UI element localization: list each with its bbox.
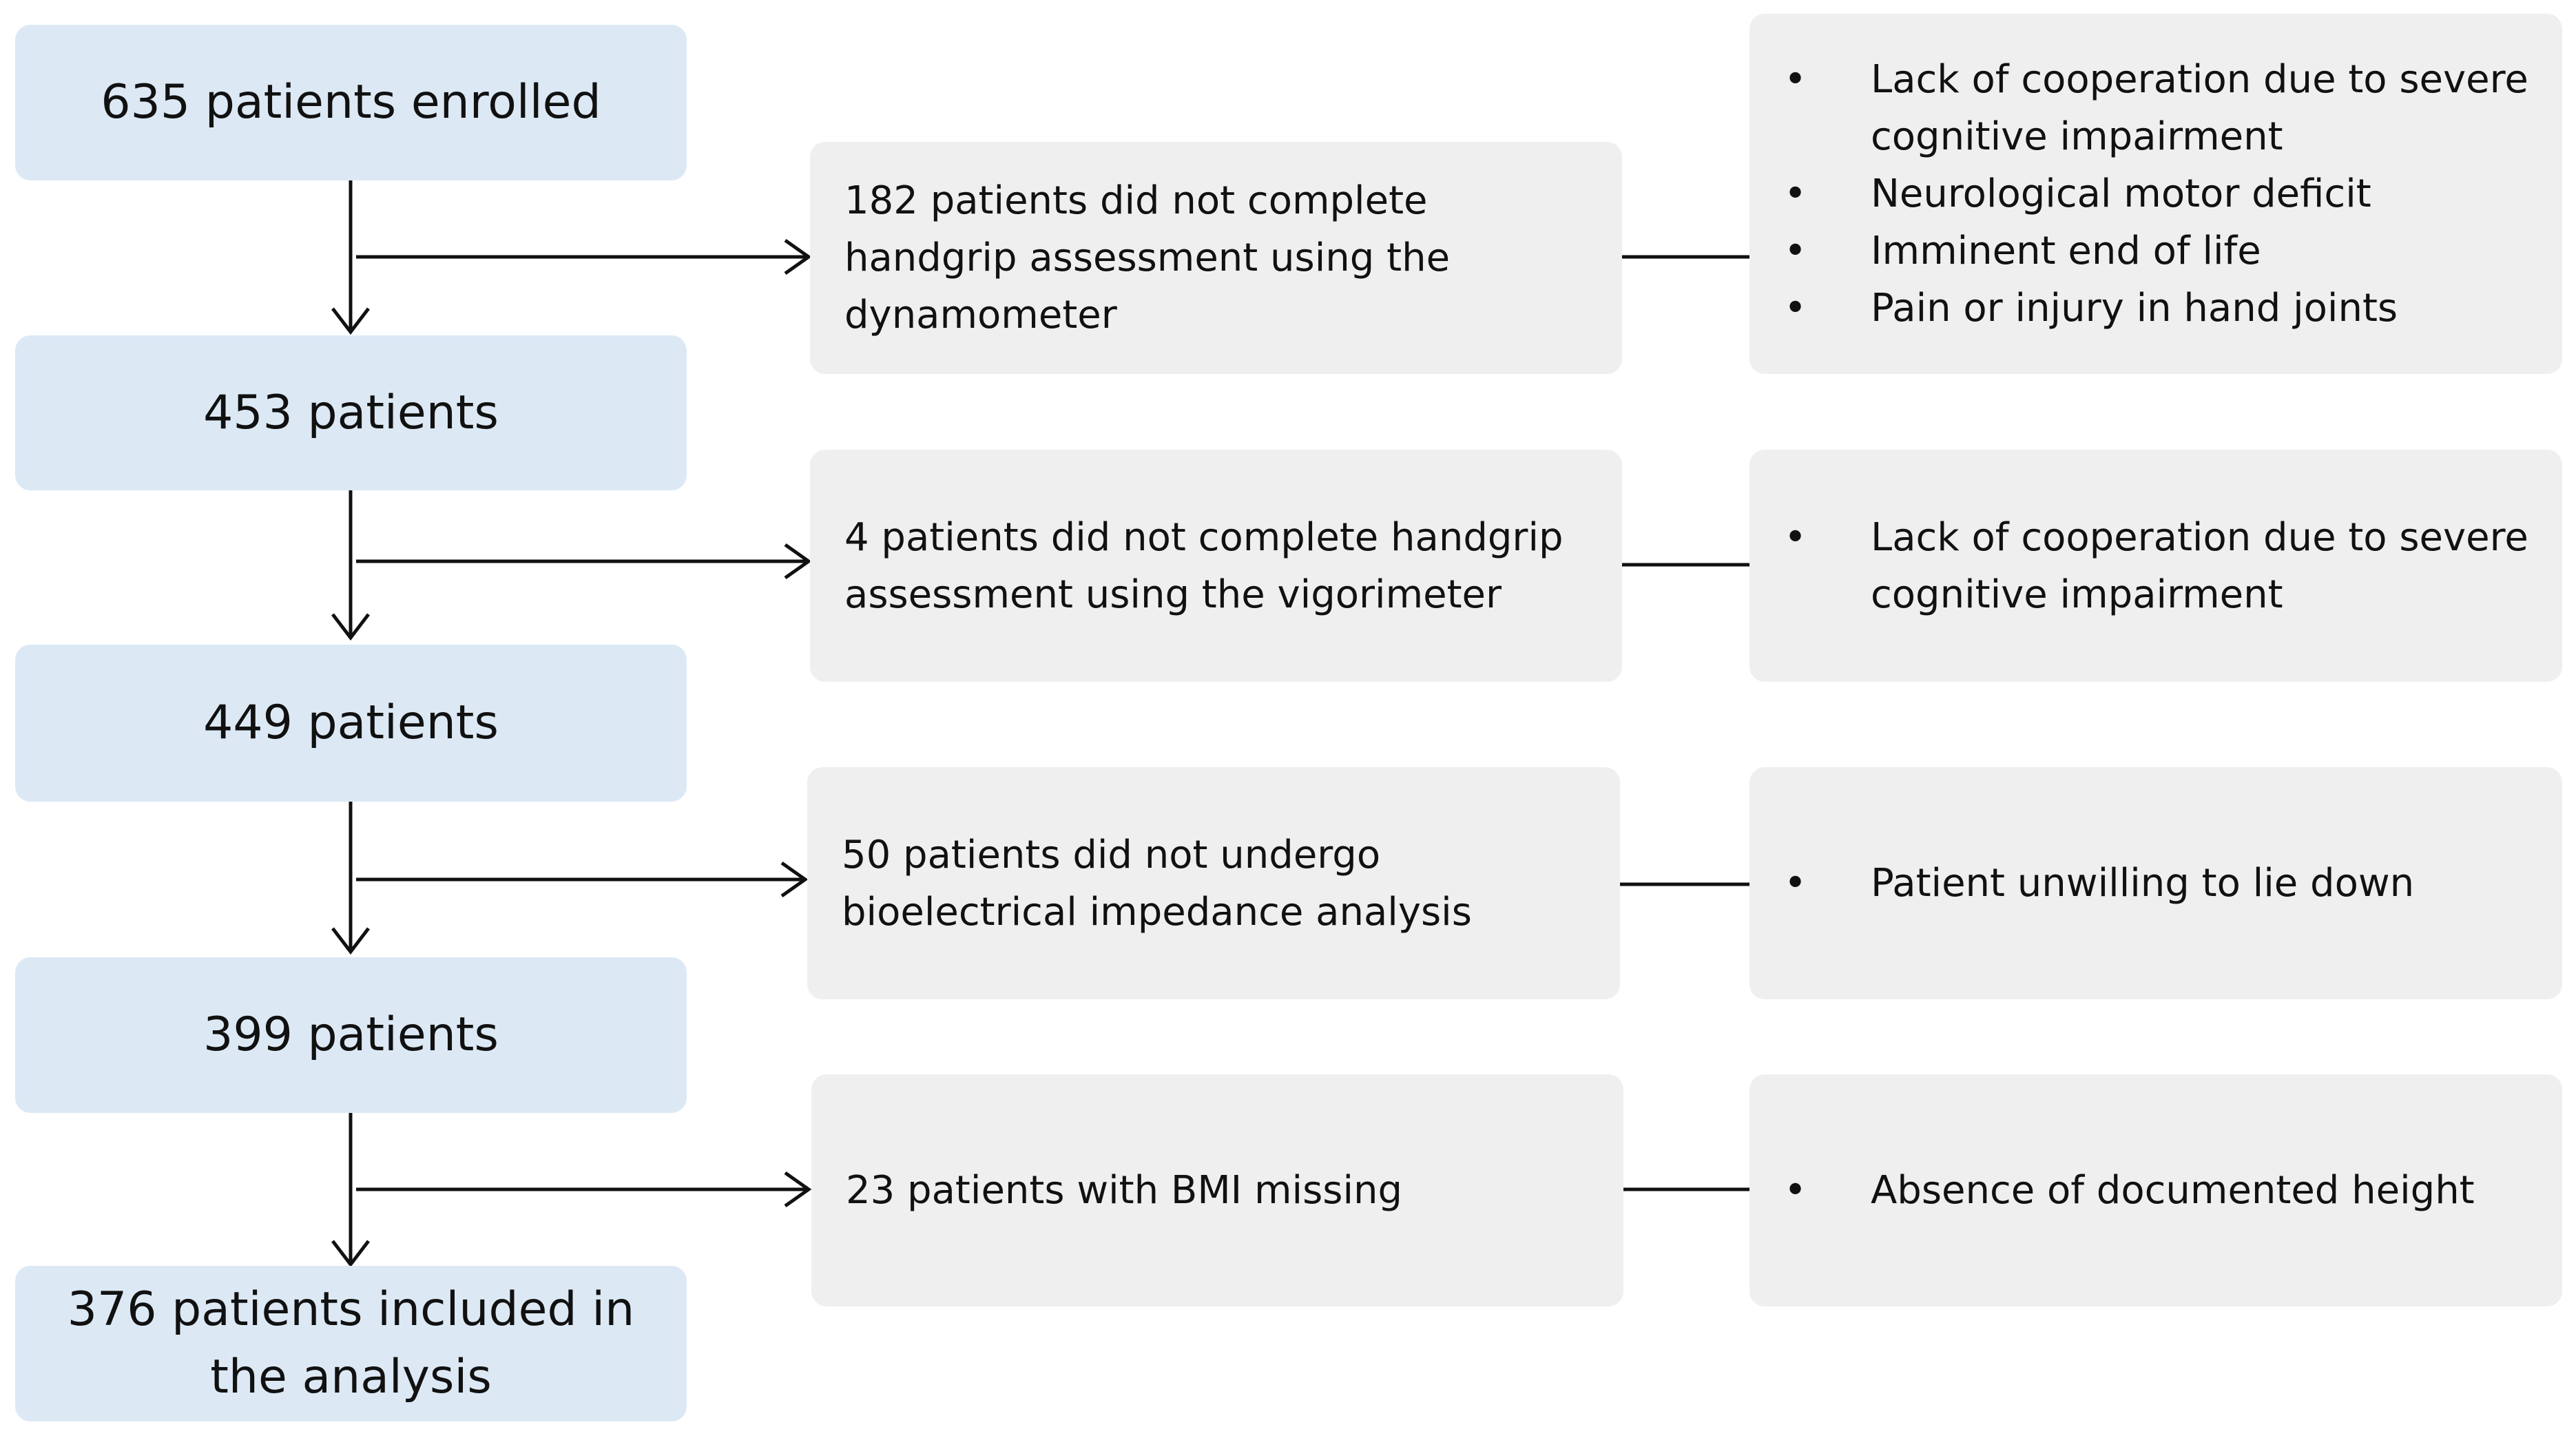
reason-list: • Lack of cooperation due to severe cogn… <box>1784 51 2548 337</box>
stage-box-enrolled: 635 patients enrolled <box>15 25 687 180</box>
exclusion-box-4: 23 patients with BMI missing <box>811 1074 1623 1306</box>
stage-box-2: 453 patients <box>15 335 687 490</box>
reason-text: Absence of documented height <box>1871 1168 2475 1213</box>
exclusion-label: 182 patients did not complete handgrip a… <box>844 178 1451 337</box>
bullet-icon: • <box>1784 1168 1807 1213</box>
reason-list: • Lack of cooperation due to severe cogn… <box>1784 509 2548 623</box>
reason-item: • Pain or injury in hand joints <box>1784 280 2548 337</box>
down-arrow-1-head <box>331 307 370 335</box>
stage-label: 449 patients <box>203 696 499 750</box>
bullet-icon: • <box>1784 514 1807 560</box>
reason-list: • Patient unwilling to lie down <box>1784 855 2548 912</box>
reason-item: • Neurological motor deficit <box>1784 165 2548 222</box>
reason-item: • Lack of cooperation due to severe cogn… <box>1784 51 2548 165</box>
reason-item: • Imminent end of life <box>1784 222 2548 280</box>
down-arrow-3-head <box>331 927 370 955</box>
stage-box-final: 376 patients included in the analysis <box>15 1266 687 1421</box>
exclusion-box-2: 4 patients did not complete handgrip ass… <box>810 450 1622 682</box>
reason-box-3: • Patient unwilling to lie down <box>1749 767 2562 999</box>
exclusion-label: 50 patients did not undergo bioelectrica… <box>842 832 1472 935</box>
reason-box-4: • Absence of documented height <box>1749 1074 2562 1306</box>
side-arrow-3-head <box>780 861 809 898</box>
reason-box-2: • Lack of cooperation due to severe cogn… <box>1749 450 2562 682</box>
exclusion-label: 4 patients did not complete handgrip ass… <box>844 514 1564 617</box>
reason-list: • Absence of documented height <box>1784 1162 2548 1219</box>
down-arrow-4-head <box>331 1240 370 1268</box>
stage-box-4: 399 patients <box>15 957 687 1113</box>
side-arrow-4-head <box>784 1171 812 1208</box>
stage-label: 376 patients included in the analysis <box>67 1282 635 1404</box>
bullet-icon: • <box>1784 229 1807 273</box>
stage-box-3: 449 patients <box>15 645 687 802</box>
bullet-icon: • <box>1784 861 1807 906</box>
down-arrow-2-head <box>331 613 370 641</box>
bullet-icon: • <box>1784 171 1807 216</box>
stage-label: 453 patients <box>203 385 499 440</box>
reason-text: Pain or injury in hand joints <box>1871 286 2398 331</box>
reason-text: Lack of cooperation due to severe cognit… <box>1871 57 2528 159</box>
reason-item: • Lack of cooperation due to severe cogn… <box>1784 509 2548 623</box>
exclusion-box-1: 182 patients did not complete handgrip a… <box>810 142 1622 374</box>
stage-label: 399 patients <box>203 1008 499 1062</box>
reason-text: Lack of cooperation due to severe cognit… <box>1871 514 2528 617</box>
stage-label: 635 patients enrolled <box>101 75 601 129</box>
reason-text: Neurological motor deficit <box>1871 171 2371 216</box>
reason-text: Patient unwilling to lie down <box>1871 861 2415 906</box>
reason-item: • Patient unwilling to lie down <box>1784 855 2548 912</box>
exclusion-label: 23 patients with BMI missing <box>846 1168 1403 1213</box>
reason-item: • Absence of documented height <box>1784 1162 2548 1219</box>
side-arrow-2-head <box>784 543 812 580</box>
reason-box-1: • Lack of cooperation due to severe cogn… <box>1749 14 2562 374</box>
side-arrow-1-head <box>784 238 812 275</box>
bullet-icon: • <box>1784 286 1807 331</box>
exclusion-box-3: 50 patients did not undergo bioelectrica… <box>807 767 1620 999</box>
bullet-icon: • <box>1784 57 1807 102</box>
reason-text: Imminent end of life <box>1871 229 2261 273</box>
